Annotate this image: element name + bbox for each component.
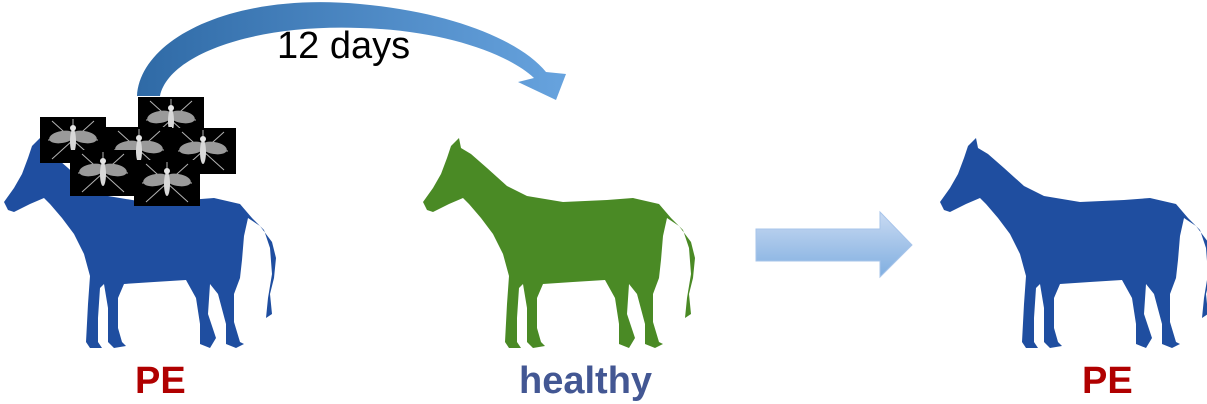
outcome-horse-label: PE: [1082, 360, 1133, 402]
curved-transfer-arrow: [137, 2, 566, 100]
source-horse-label: PE: [135, 360, 186, 402]
recipient-horse-label: healthy: [519, 360, 653, 402]
outcome-horse: [940, 138, 1207, 348]
block-arrow: [755, 210, 913, 279]
mosquito-icon: [69, 149, 137, 197]
recipient-horse: [423, 138, 695, 348]
mosquito-icon: [133, 159, 201, 207]
transfer-interval-label: 12 days: [277, 25, 411, 67]
